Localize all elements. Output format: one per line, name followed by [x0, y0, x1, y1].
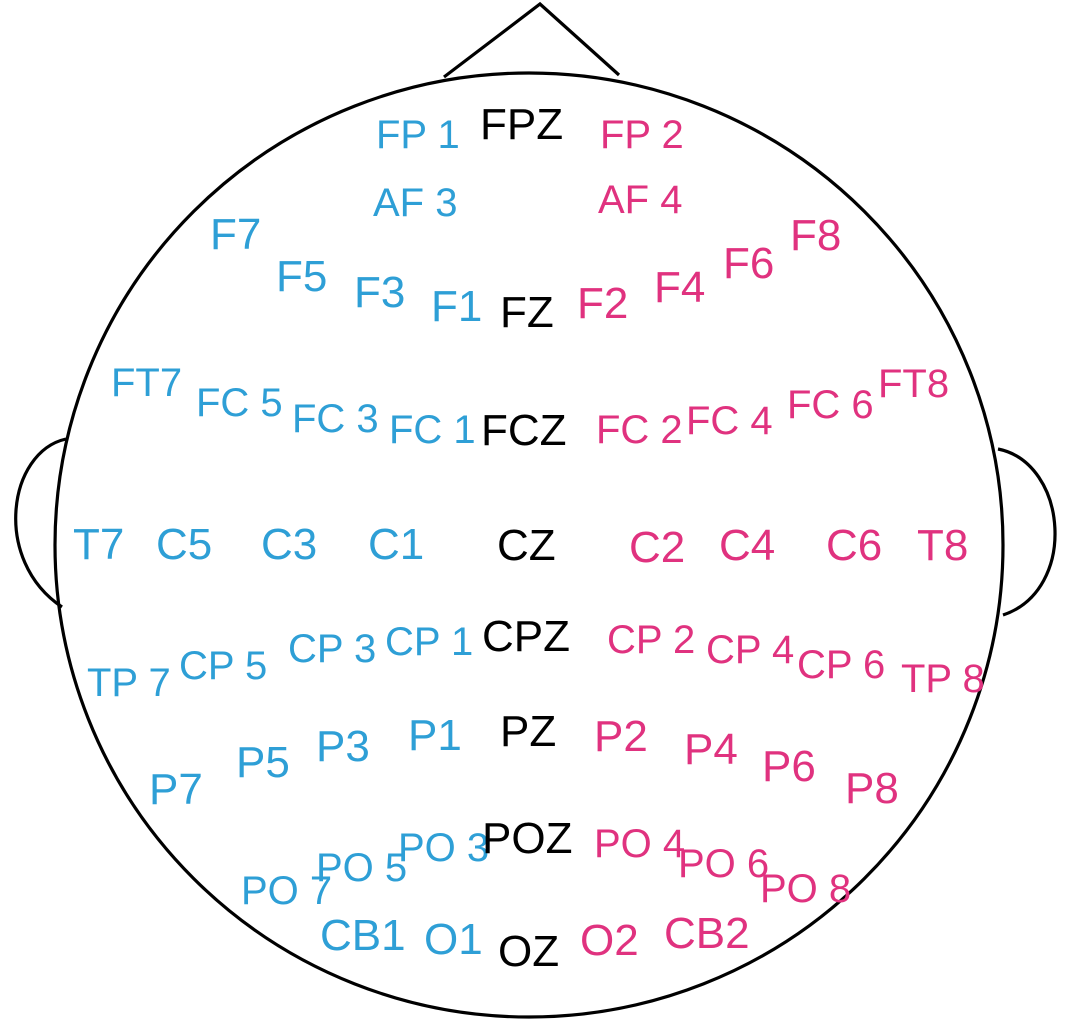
electrode-label-f6: F6: [723, 239, 774, 288]
electrode-label-p7: P7: [149, 765, 203, 814]
right-ear-outline: [997, 447, 1057, 617]
electrode-label-ft8: FT8: [878, 362, 949, 406]
electrode-label-po8: PO 8: [760, 867, 851, 911]
electrode-label-fz: FZ: [500, 288, 554, 337]
electrode-label-po5: PO 5: [316, 846, 407, 890]
electrode-label-p1: P1: [408, 711, 462, 760]
electrode-label-pz: PZ: [500, 707, 556, 756]
head-outline-group: [14, 1, 1057, 1019]
electrode-label-f4: F4: [654, 263, 705, 312]
electrode-label-fcz: FCZ: [481, 406, 567, 455]
electrode-label-po4: PO 4: [594, 822, 685, 866]
electrode-label-c2: C2: [629, 523, 685, 572]
electrode-label-af4: AF 4: [598, 178, 682, 222]
electrode-label-fc6: FC 6: [787, 383, 874, 427]
electrode-label-f8: F8: [790, 211, 841, 260]
electrode-label-f7: F7: [210, 210, 261, 259]
nose-outline: [443, 1, 621, 79]
electrode-label-af3: AF 3: [373, 181, 457, 225]
electrode-label-ft7: FT7: [111, 361, 182, 405]
electrode-label-cz: CZ: [497, 521, 556, 570]
electrode-label-cpz: CPZ: [482, 612, 570, 661]
electrode-label-oz: OZ: [498, 927, 559, 976]
electrode-label-cb1: CB1: [320, 911, 406, 960]
electrode-label-c6: C6: [826, 521, 882, 570]
electrode-label-p2: P2: [594, 712, 648, 761]
electrode-label-tp7: TP 7: [87, 661, 171, 705]
electrode-label-p4: P4: [684, 725, 738, 774]
electrode-label-p8: P8: [845, 764, 899, 813]
electrode-label-f1: F1: [431, 282, 482, 331]
electrode-label-cb2: CB2: [664, 909, 750, 958]
electrode-label-cp1: CP 1: [385, 620, 473, 664]
electrode-label-po3: PO 3: [398, 826, 489, 870]
left-ear-outline: [14, 437, 67, 609]
electrode-label-o2: O2: [580, 916, 639, 965]
electrode-label-fc2: FC 2: [596, 408, 683, 452]
electrode-label-cp3: CP 3: [288, 627, 376, 671]
electrode-label-fc1: FC 1: [389, 408, 476, 452]
electrode-label-fc4: FC 4: [686, 399, 773, 443]
electrode-label-o1: O1: [424, 915, 483, 964]
electrode-label-fc3: FC 3: [292, 397, 379, 441]
electrode-label-t8: T8: [917, 521, 968, 570]
electrode-label-p5: P5: [236, 738, 290, 787]
electrode-label-c4: C4: [719, 521, 775, 570]
electrode-label-t7: T7: [73, 520, 124, 569]
electrode-label-c1: C1: [368, 520, 424, 569]
electrode-label-cp2: CP 2: [607, 618, 695, 662]
electrode-label-poz: POZ: [482, 814, 572, 863]
electrode-label-f2: F2: [577, 279, 628, 328]
electrode-label-c3: C3: [261, 520, 317, 569]
electrode-label-cp6: CP 6: [797, 643, 885, 687]
electrode-label-po7: PO 7: [241, 869, 332, 913]
electrode-label-fp1: FP 1: [376, 113, 460, 157]
electrode-label-po6: PO 6: [678, 842, 769, 886]
head-outline: [53, 71, 1005, 1019]
electrode-label-p3: P3: [316, 722, 370, 771]
electrode-label-cp4: CP 4: [706, 628, 794, 672]
electrode-label-f5: F5: [276, 252, 327, 301]
electrode-label-fp2: FP 2: [600, 113, 684, 157]
electrode-label-tp8: TP 8: [901, 657, 985, 701]
electrode-label-cp5: CP 5: [179, 644, 267, 688]
electrode-label-fc5: FC 5: [196, 381, 283, 425]
electrode-label-p6: P6: [762, 742, 816, 791]
electrode-label-f3: F3: [354, 268, 405, 317]
electrode-label-fpz: FPZ: [480, 100, 563, 149]
electrode-label-c5: C5: [156, 520, 212, 569]
